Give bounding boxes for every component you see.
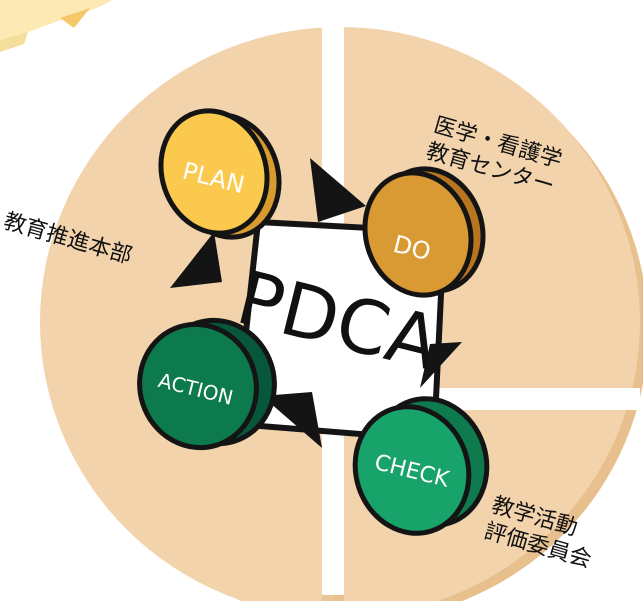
stage-action: ACTION (137, 317, 277, 451)
stage-do: DO (362, 166, 486, 298)
arrow-action-to-plan (170, 232, 222, 288)
arrow-check-to-action (262, 392, 322, 448)
corner-ribbon-decoration (0, 0, 112, 52)
arrow-plan-to-do (310, 158, 366, 222)
cycle-arrows (170, 158, 462, 448)
stage-plan: PLAN (158, 108, 282, 240)
stage-check: CHECK (352, 396, 490, 536)
arrow-do-to-check (420, 342, 462, 388)
